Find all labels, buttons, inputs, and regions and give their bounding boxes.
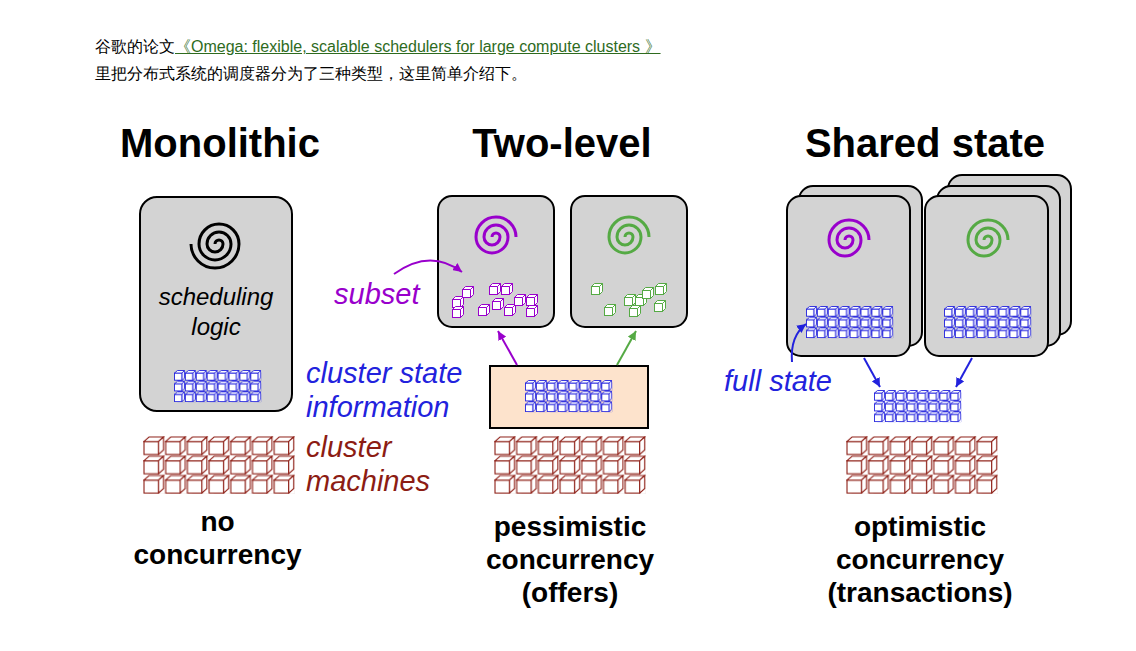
scheduler-box: scheduling logic [139,196,293,412]
column-title: Shared state [785,123,1065,163]
offer-box [490,366,648,428]
state-grid [806,306,893,338]
machine-grid [846,436,998,494]
callout-arrow [792,324,806,362]
column-caption: no concurrency [125,505,310,571]
callout-arrow [394,260,462,274]
machine-grid [143,436,295,494]
state-grid [874,390,961,422]
scheduler-spiral [829,220,869,256]
commit-arrow [864,358,880,387]
column-caption: pessimistic concurrency (offers) [465,510,675,609]
scheduler-spiral [609,217,649,253]
scheduler-spiral [968,220,1008,256]
column-title: Two-level [442,123,682,163]
intro-text: 谷歌的论文 [95,38,175,55]
paper-link: 《Omega: flexible, scalable schedulers fo… [175,38,661,55]
machine-grid [494,436,646,494]
scheduler-label: scheduling logic [141,282,291,342]
callout-label: cluster machines [306,430,496,498]
callout-label: cluster state information [306,356,496,424]
intro-text: 里把分布式系统的调度器分为了三种类型，这里简单介绍下。 [95,63,527,85]
scheduler-box [925,196,1048,356]
intro-line: 谷歌的论文《Omega: flexible, scalable schedule… [95,36,661,58]
scheduler-box [438,196,554,327]
scheduler-spiral [191,224,239,268]
scheduler-box [571,196,687,327]
column-caption: optimistic concurrency (transactions) [800,510,1040,609]
offer-arrow [617,331,636,365]
offer-arrow [498,331,517,365]
resource-subset [453,284,538,318]
callout-label: full state [724,364,832,398]
state-grid [944,306,1031,338]
state-grid [525,380,612,412]
scheduler-spiral [476,217,516,253]
commit-arrow [956,358,972,387]
column-title: Monolithic [100,123,340,163]
state-grid [174,370,261,402]
callout-label: subset [334,277,419,311]
scheduler-box [787,196,910,356]
resource-subset [592,284,667,317]
